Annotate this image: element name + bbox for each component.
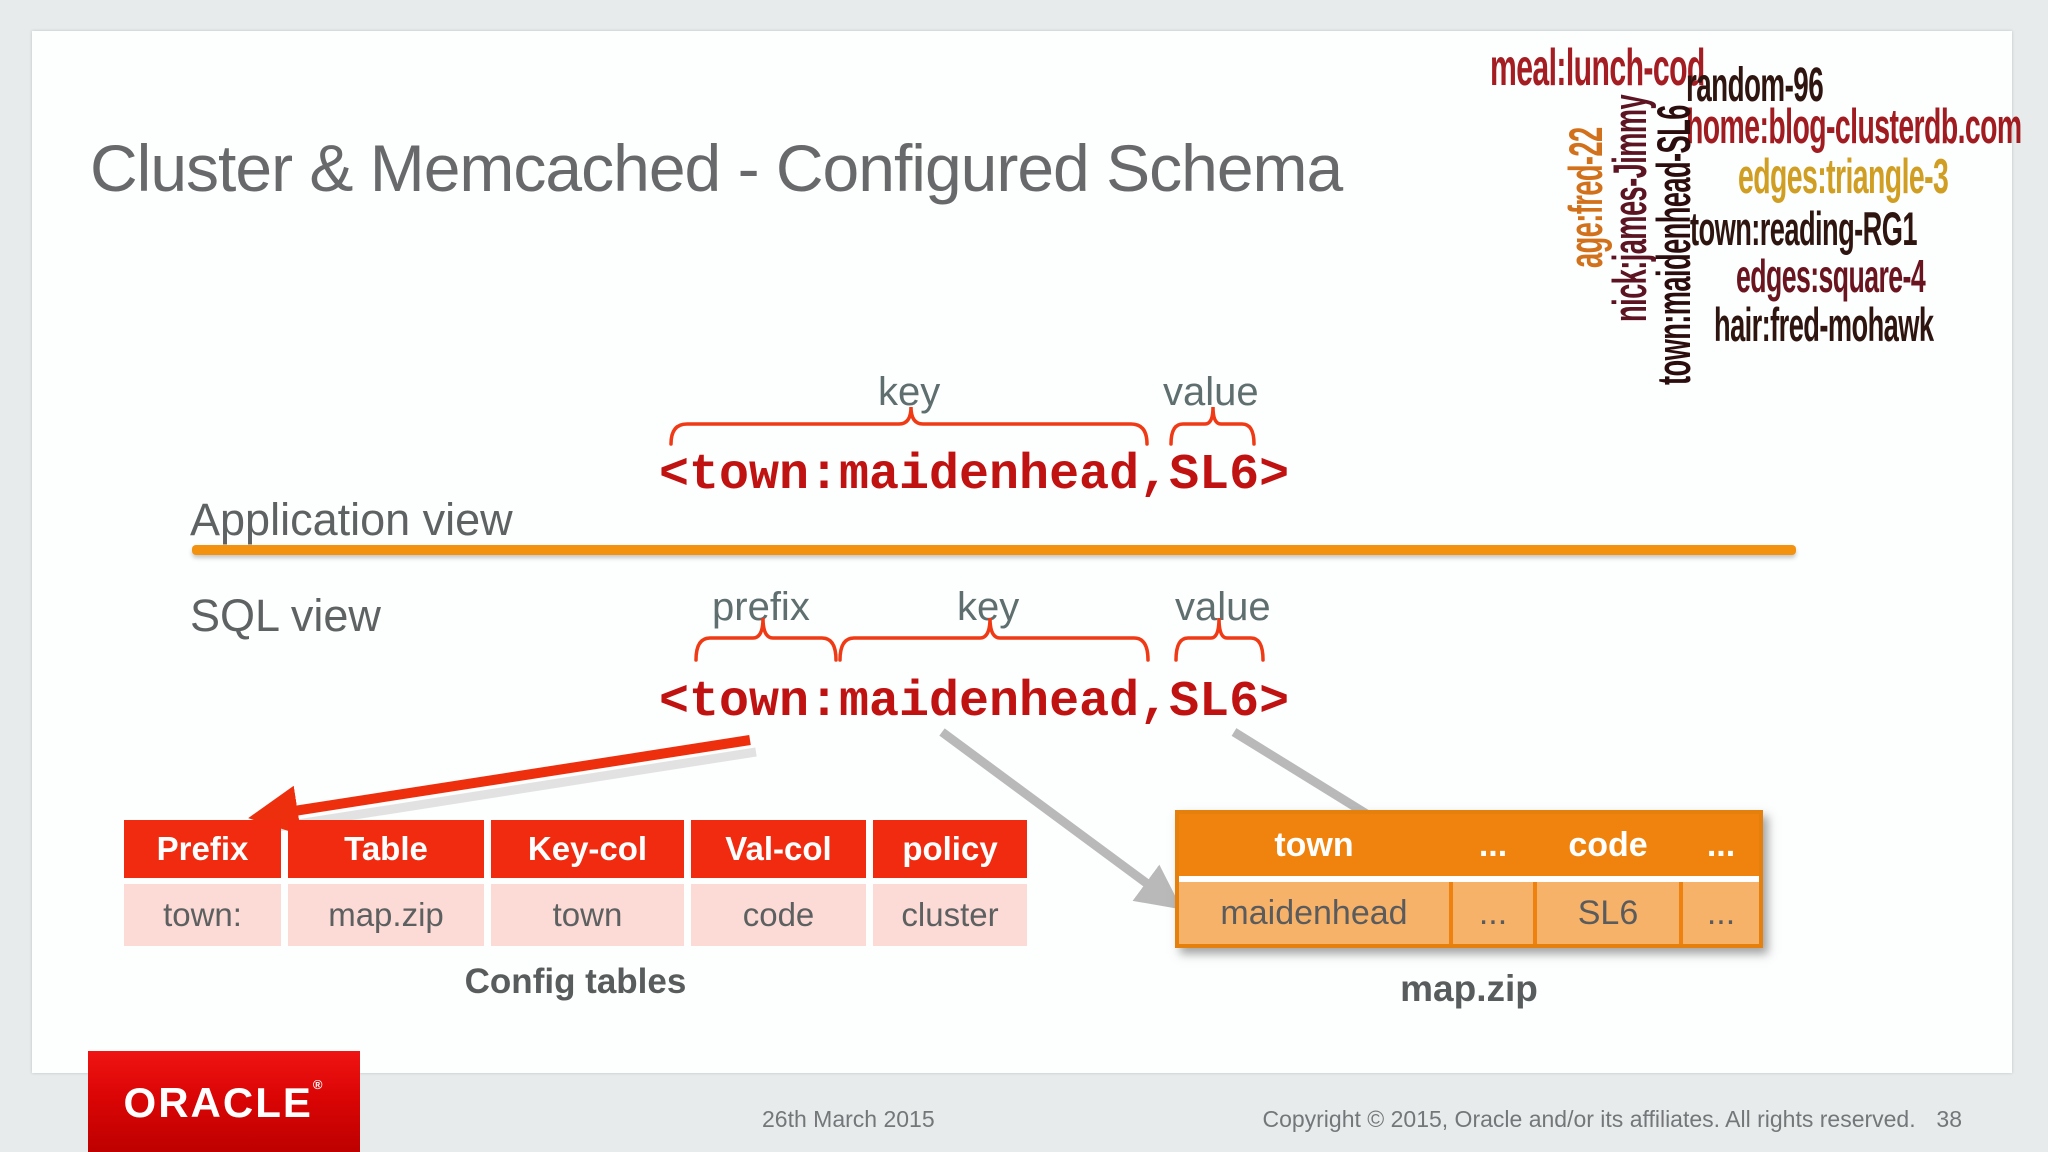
- registered-mark: ®: [312, 1076, 325, 1092]
- copyright-text: Copyright © 2015, Oracle and/or its affi…: [1262, 1106, 1916, 1132]
- map-header-cell: ...: [1478, 825, 1508, 864]
- map-zip-header-row: town ... code ...: [1179, 814, 1759, 876]
- oracle-logo: ORACLE®: [88, 1051, 360, 1152]
- config-header-cell: Table: [288, 820, 484, 878]
- footer-date: 26th March 2015: [762, 1106, 935, 1132]
- config-header-cell: Val-col: [691, 820, 866, 878]
- map-zip-caption: map.zip: [1400, 968, 1538, 1009]
- sql-braces-graphic: [694, 617, 1265, 662]
- app-key-brace: [669, 406, 1149, 446]
- application-code-line: <town:maidenhead,SL6>: [659, 447, 1290, 504]
- sql-key-brace: [838, 617, 1150, 662]
- sql-view-label: SQL view: [190, 590, 381, 641]
- word-cloud-item: meal:lunch-cod: [1490, 39, 1705, 97]
- config-header-cell: policy: [873, 820, 1027, 878]
- config-table-cell: cluster: [873, 884, 1027, 946]
- application-view-label: Application view: [190, 494, 513, 545]
- map-zip-data-row: maidenhead ... SL6 ...: [1179, 882, 1759, 944]
- page-title: Cluster & Memcached - Configured Schema: [90, 131, 1343, 205]
- footer-copyright: Copyright © 2015, Oracle and/or its affi…: [1262, 1106, 1962, 1133]
- map-table-cell: ...: [1453, 882, 1533, 944]
- app-key-annotation: key: [878, 370, 941, 414]
- config-table-caption: Config tables: [464, 962, 687, 1001]
- app-value-annotation: value: [1163, 370, 1259, 414]
- config-header-cell: Prefix: [124, 820, 281, 878]
- sql-key-annotation: key: [957, 585, 1020, 629]
- config-table-cell: town:: [124, 884, 281, 946]
- section-divider: [192, 545, 1796, 555]
- sql-code-line: <town:maidenhead,SL6>: [659, 674, 1290, 731]
- map-zip-header-separator: [1179, 876, 1759, 882]
- word-cloud-item-vertical: town:maidenhead-SL6: [1647, 105, 1700, 386]
- map-table-cell: maidenhead: [1179, 882, 1449, 944]
- app-value-brace: [1169, 406, 1256, 446]
- config-table-cell: town: [491, 884, 684, 946]
- sql-value-annotation: value: [1175, 585, 1271, 629]
- config-table-cell: map.zip: [288, 884, 484, 946]
- word-cloud-item: edges:square-4: [1736, 250, 1926, 302]
- map-table-cell: SL6: [1537, 882, 1679, 944]
- app-braces-graphic: [669, 406, 1256, 446]
- sql-value-brace: [1174, 617, 1265, 662]
- word-cloud-item: random-96: [1686, 59, 1824, 112]
- word-cloud-item: home:blog-clusterdb.com: [1686, 100, 2022, 154]
- sql-prefix-brace: [694, 617, 838, 662]
- config-table-cell: code: [691, 884, 866, 946]
- word-cloud-item-vertical: age:fred-22: [1559, 127, 1612, 268]
- config-table: Prefix Table Key-col Val-col policy town…: [124, 820, 1027, 946]
- map-zip-table: town ... code ... maidenhead ... SL6 ...: [1175, 810, 1763, 948]
- oracle-logo-text: ORACLE®: [123, 1076, 325, 1126]
- config-header-cell: Key-col: [491, 820, 684, 878]
- word-cloud-item: town:reading-RG1: [1690, 202, 1918, 255]
- page-number: 38: [1936, 1106, 1962, 1132]
- map-table-cell: ...: [1683, 882, 1759, 944]
- word-cloud-item-vertical: nick:james-Jimmy: [1603, 94, 1656, 322]
- word-cloud-item: edges:triangle-3: [1738, 150, 1949, 204]
- map-header-cell: town: [1274, 825, 1354, 864]
- map-header-cell: ...: [1706, 825, 1736, 864]
- word-cloud-item: hair:fred-mohawk: [1714, 298, 1934, 351]
- map-header-cell: code: [1568, 825, 1648, 864]
- sql-prefix-annotation: prefix: [712, 585, 810, 629]
